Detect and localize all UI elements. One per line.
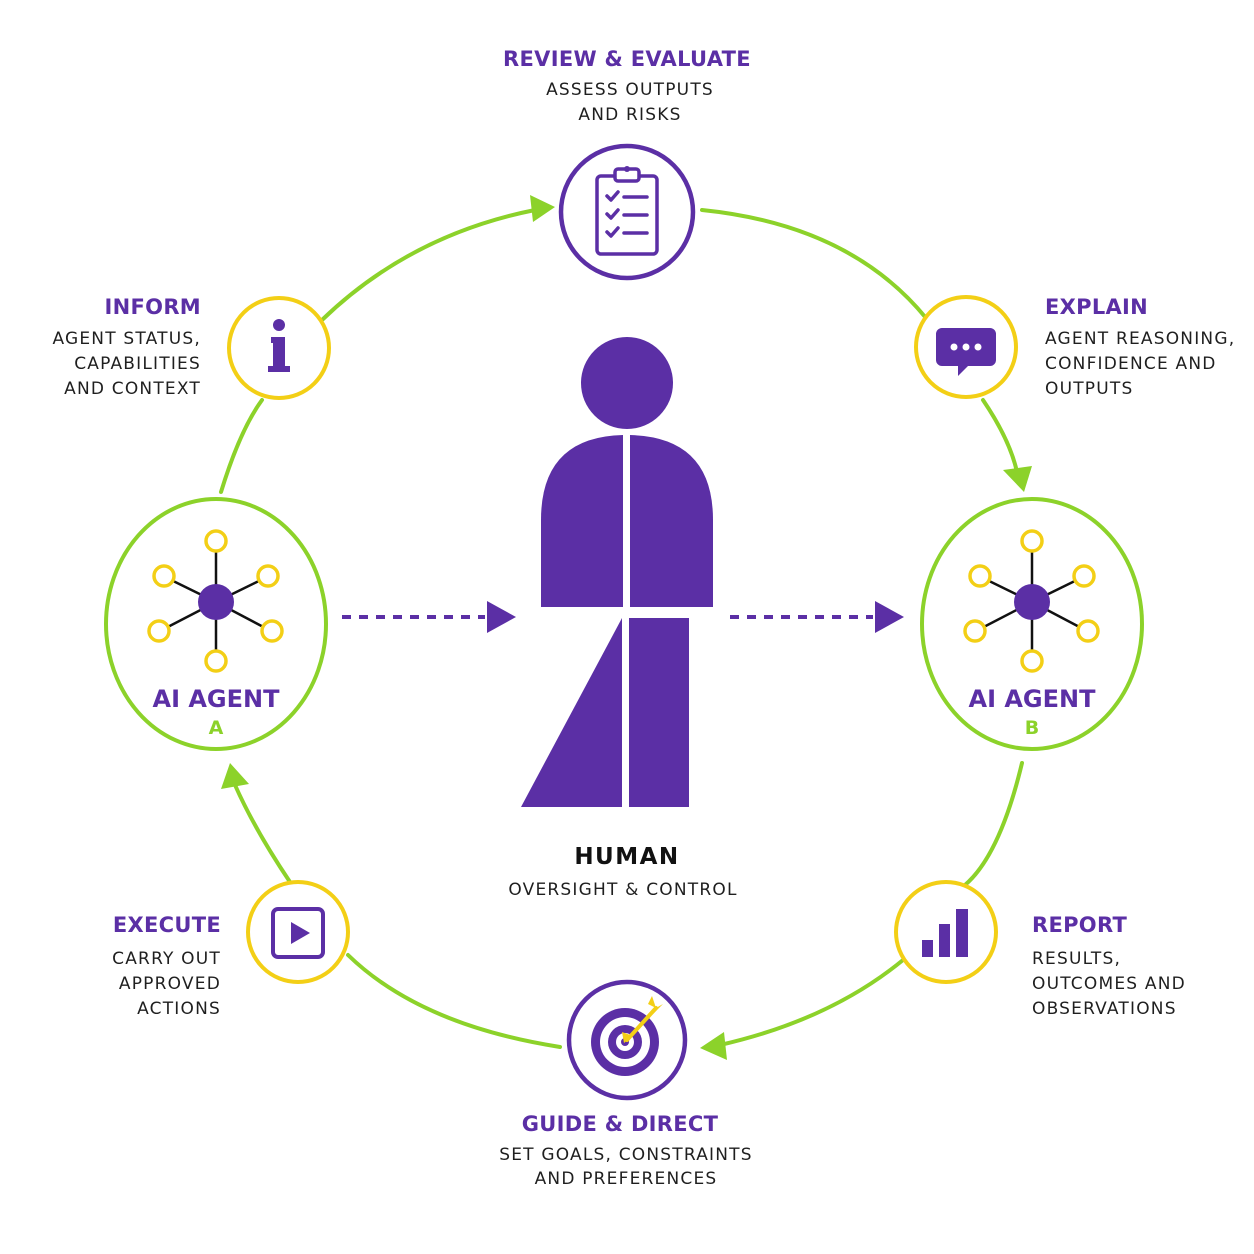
step-guide-title: GUIDE & DIRECT [522,1112,719,1136]
connector-execute-to-agent-a [233,783,292,884]
human-to-agent-b-arrow [730,601,904,633]
human-title: HUMAN [574,844,679,870]
step-execute-line-3: ACTIONS [137,999,221,1019]
cycle-connectors [219,195,1032,1060]
play-button-icon [271,907,325,959]
connector-inform-to-review [320,208,537,322]
connector-agent-a-to-inform [219,398,264,494]
target-arrow-icon [591,996,663,1076]
agent-b-letter: B [1025,717,1039,739]
step-review-evaluate[interactable]: REVIEW & EVALUATE ASSESS OUTPUTS AND RIS… [503,47,751,281]
step-inform-title: INFORM [105,295,201,319]
agent-a-letter: A [209,717,224,739]
step-guide-line-1: SET GOALS, CONSTRAINTS [499,1145,752,1165]
step-report-line-1: RESULTS, [1032,949,1121,969]
ai-agent-a[interactable]: AI AGENT A [104,497,328,751]
step-report-line-2: OUTCOMES AND [1032,974,1186,994]
step-explain-line-2: CONFIDENCE AND [1045,354,1217,374]
step-guide-line-2: AND PREFERENCES [535,1169,718,1189]
connector-arrowhead [221,763,249,789]
person-leg-right [629,618,689,807]
network-hub-icon [963,529,1100,673]
step-inform-line-1: AGENT STATUS, [52,329,201,349]
person-leg-left [521,618,622,807]
step-execute[interactable]: EXECUTE CARRY OUT APPROVED ACTIONS [112,880,350,1019]
step-review-title: REVIEW & EVALUATE [503,47,751,71]
agent-a-to-human-arrow [342,601,516,633]
step-inform[interactable]: INFORM AGENT STATUS, CAPABILITIES AND CO… [52,295,331,400]
step-guide-direct[interactable]: GUIDE & DIRECT SET GOALS, CONSTRAINTS AN… [499,979,752,1189]
bar-chart-icon [922,909,968,957]
step-report-title: REPORT [1032,913,1127,937]
agent-b-label: AI AGENT [969,685,1097,713]
connector-guide-to-execute [346,953,562,1049]
step-review-line-2: AND RISKS [578,105,681,125]
step-review-line-1: ASSESS OUTPUTS [546,80,714,100]
clipboard-checklist-icon [595,166,659,256]
person-torso-left [541,435,623,607]
connector-arrowhead [530,195,555,222]
step-execute-title: EXECUTE [113,913,221,937]
connector-agent-b-to-report [963,761,1024,887]
step-explain-line-1: AGENT REASONING, [1045,329,1235,349]
person-head [581,337,673,429]
connector-report-to-guide [718,958,905,1047]
step-execute-line-2: APPROVED [119,974,221,994]
step-report[interactable]: REPORT RESULTS, OUTCOMES AND OBSERVATION… [894,880,1186,1019]
step-review-circle [558,143,696,281]
step-report-line-3: OBSERVATIONS [1032,999,1177,1019]
chat-bubble-icon [936,328,996,376]
connector-arrowhead [700,1032,727,1060]
step-explain[interactable]: EXPLAIN AGENT REASONING, CONFIDENCE AND … [914,295,1235,399]
ai-agent-b[interactable]: AI AGENT B [920,497,1144,751]
connector-explain-to-agent-b [981,398,1019,474]
info-icon [268,319,290,372]
person-icon [521,337,713,807]
human-subtitle: OVERSIGHT & CONTROL [508,880,737,900]
step-explain-title: EXPLAIN [1045,295,1148,319]
connector-arrowhead [1003,466,1032,492]
connector-review-to-explain [700,208,928,320]
network-hub-icon [147,529,284,673]
agent-a-label: AI AGENT [153,685,281,713]
step-inform-line-2: CAPABILITIES [74,354,201,374]
step-inform-line-3: AND CONTEXT [64,379,201,399]
step-execute-line-1: CARRY OUT [112,949,221,969]
person-torso-right [630,435,713,607]
step-explain-line-3: OUTPUTS [1045,379,1133,399]
